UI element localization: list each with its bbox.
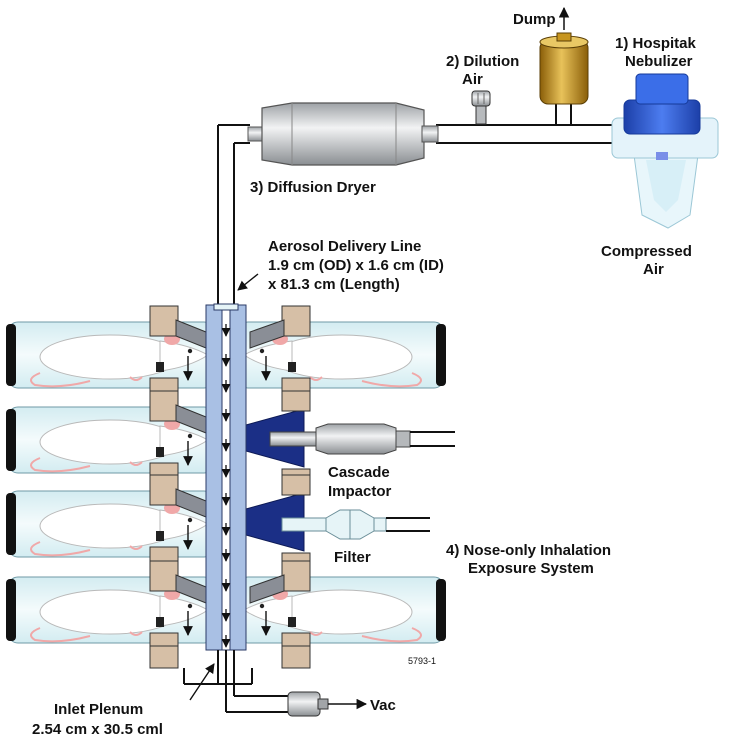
- left-tube-cap: [6, 324, 16, 386]
- dump-label: Dump: [513, 11, 556, 28]
- right-port-marker: [288, 362, 296, 372]
- dryer-label: 3) Diffusion Dryer: [250, 179, 376, 196]
- cascade-label-2: Impactor: [328, 483, 392, 500]
- exposure-tier-3: [6, 474, 311, 576]
- rat-icon: [243, 588, 422, 643]
- right-port-cone: [249, 319, 285, 349]
- right-port-block: [281, 305, 311, 337]
- dump-vessel-icon: [539, 6, 589, 105]
- delivery-line-label-1: Aerosol Delivery Line: [268, 238, 421, 255]
- cascade-impactor-icon: [269, 423, 455, 455]
- rat-icon: [30, 333, 209, 388]
- nose-only-exposure-tiers: [6, 305, 446, 669]
- left-tube-cap: [6, 493, 16, 555]
- nose-only-label-2: Exposure System: [468, 560, 594, 577]
- right-port-marker: [288, 617, 296, 627]
- rat-icon: [30, 418, 209, 473]
- dilution-label-1: 2) Dilution: [446, 53, 519, 70]
- nebulizer-label-1: 1) Hospitak: [615, 35, 697, 52]
- vac-label: Vac: [370, 697, 396, 714]
- delivery-line-leader: [237, 273, 259, 291]
- right-port-block: [281, 474, 311, 496]
- right-port-block: [281, 560, 311, 592]
- rat-icon: [30, 502, 209, 557]
- compressed-air-label-1: Compressed: [601, 243, 692, 260]
- dilution-air-valve-icon: [471, 90, 491, 125]
- left-port-marker: [156, 362, 164, 372]
- diffusion-dryer-icon: [247, 102, 439, 166]
- figure-id: 5793-1: [408, 656, 436, 666]
- exposure-tier-4: [6, 560, 446, 662]
- vacuum-line: [183, 650, 368, 717]
- rat-icon: [243, 333, 422, 388]
- compressed-air-label-2: Air: [643, 261, 664, 278]
- plenum-label-1: Inlet Plenum: [54, 701, 143, 718]
- inlet-plenum: [205, 303, 247, 651]
- right-port-cone: [249, 574, 285, 604]
- right-port-block: [281, 390, 311, 412]
- nebulizer-icon: [611, 73, 719, 229]
- left-port-block: [149, 390, 179, 422]
- top-plumbing: [217, 102, 612, 312]
- exposure-tier-2: [6, 390, 311, 492]
- delivery-line-label-3: x 81.3 cm (Length): [268, 276, 400, 293]
- dilution-label-2: Air: [462, 71, 483, 88]
- left-port-marker: [156, 447, 164, 457]
- vacuum-pump-icon: [287, 691, 329, 717]
- bottom-left-block: [149, 645, 179, 669]
- filter-icon: [281, 509, 430, 540]
- cascade-label-1: Cascade: [328, 464, 390, 481]
- right-tube-cap: [436, 324, 446, 386]
- left-tube-cap: [6, 579, 16, 641]
- nose-only-label-1: 4) Nose-only Inhalation: [446, 542, 611, 559]
- right-tube-cap: [436, 579, 446, 641]
- plenum-label-2: 2.54 cm x 30.5 cml: [32, 721, 163, 738]
- left-port-block: [149, 560, 179, 592]
- left-tube-cap: [6, 409, 16, 471]
- delivery-line-label-2: 1.9 cm (OD) x 1.6 cm (ID): [268, 257, 444, 274]
- rat-icon: [30, 588, 209, 643]
- plenum-leader: [189, 663, 215, 701]
- left-port-block: [149, 305, 179, 337]
- left-port-marker: [156, 531, 164, 541]
- filter-label: Filter: [334, 549, 371, 566]
- left-port-block: [149, 474, 179, 506]
- bottom-right-block: [281, 645, 311, 669]
- nebulizer-label-2: Nebulizer: [625, 53, 693, 70]
- left-port-marker: [156, 617, 164, 627]
